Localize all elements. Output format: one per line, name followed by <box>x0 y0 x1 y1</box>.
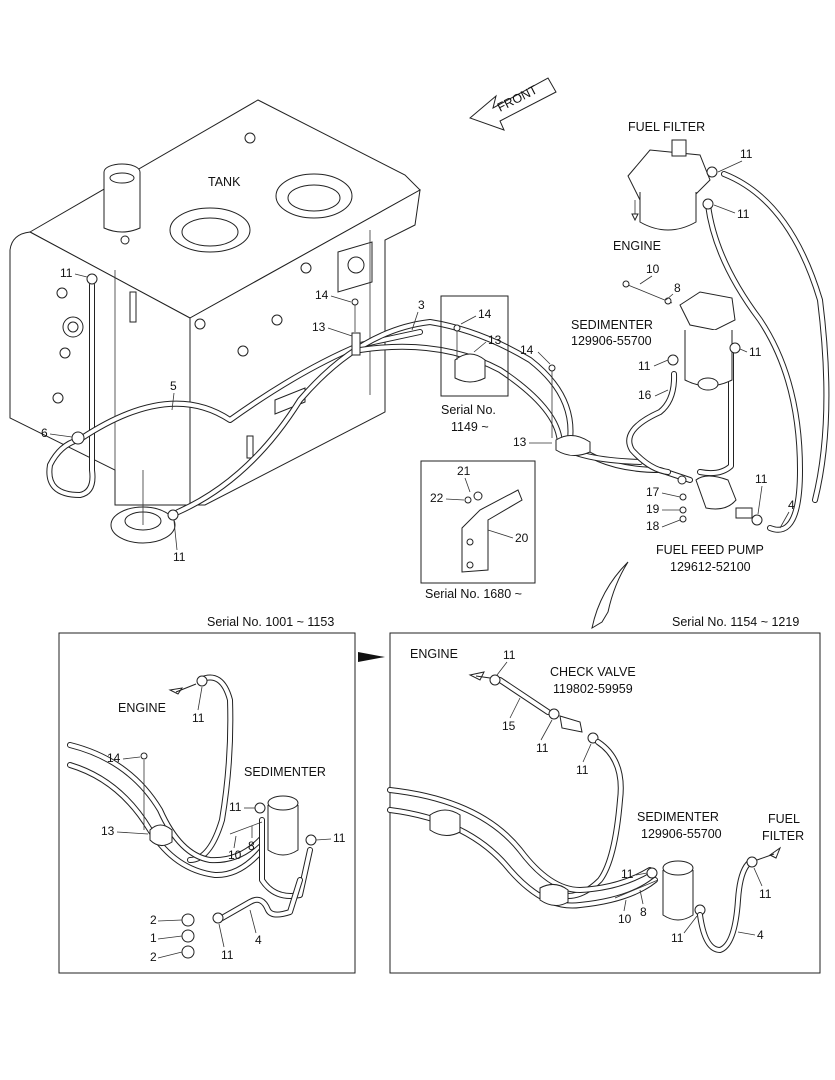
callout-11-n: 11 <box>576 763 589 777</box>
callout-10-c: 10 <box>618 912 632 926</box>
inset-left-drawing <box>67 674 317 959</box>
callout-4-b: 4 <box>255 933 262 947</box>
serial-1680-label: Serial No. 1680 ~ <box>425 587 522 601</box>
serial-1149-range: 1149 ~ <box>451 420 489 434</box>
callout-18: 18 <box>646 519 660 533</box>
bracket-20 <box>461 489 523 573</box>
serial-1149-inset-box <box>440 295 509 397</box>
sedimenter-label-left: SEDIMENTER <box>244 765 326 779</box>
callout-5: 5 <box>170 379 177 393</box>
fuel-label-right: FUEL <box>768 812 800 826</box>
callout-17: 17 <box>646 485 660 499</box>
hose-16 <box>626 371 678 475</box>
callout-13-d: 13 <box>101 824 115 838</box>
callout-14-c: 14 <box>520 343 534 357</box>
check-valve-label: CHECK VALVE <box>550 665 636 679</box>
callout-15: 15 <box>502 719 516 733</box>
callout-11-l: 11 <box>503 648 516 662</box>
callout-11-h: 11 <box>192 711 205 725</box>
callout-11-f: 11 <box>749 345 762 359</box>
fuel-feed-pump-part: 129612-52100 <box>670 560 751 574</box>
callout-8-c: 8 <box>640 905 647 919</box>
engine-label-top: ENGINE <box>613 239 661 253</box>
callout-13-c: 13 <box>513 435 527 449</box>
callout-14-a: 14 <box>315 288 329 302</box>
callout-11-m: 11 <box>536 741 549 755</box>
fuel-feed-pump <box>679 475 753 523</box>
callout-6: 6 <box>41 426 48 440</box>
callout-1: 1 <box>150 931 157 945</box>
callout-11-j: 11 <box>333 831 346 845</box>
sedimenter <box>622 280 736 391</box>
callout-11-p: 11 <box>671 931 684 945</box>
callout-11-o: 11 <box>621 867 634 881</box>
serial-1149-label: Serial No. <box>441 403 496 417</box>
callout-20: 20 <box>515 531 529 545</box>
callout-numbers: 3 5 6 11 11 14 13 14 13 14 13 21 22 20 1… <box>41 147 795 964</box>
sedimenter-part-right: 129906-55700 <box>641 827 722 841</box>
callout-2-a: 2 <box>150 913 157 927</box>
serial-right-label: Serial No. 1154 ~ 1219 <box>672 615 799 629</box>
callout-8-b: 8 <box>248 839 255 853</box>
callout-11-a: 11 <box>60 266 73 280</box>
callout-3: 3 <box>418 298 425 312</box>
callout-13-b: 13 <box>488 333 502 347</box>
callout-11-e: 11 <box>638 359 651 373</box>
callout-4-c: 4 <box>757 928 764 942</box>
fuel-filter <box>627 139 711 231</box>
engine-label-left: ENGINE <box>118 701 166 715</box>
callout-14-b: 14 <box>478 307 492 321</box>
fuel-feed-pump-label: FUEL FEED PUMP <box>656 543 764 557</box>
callout-21: 21 <box>457 464 471 478</box>
callout-11-q: 11 <box>759 887 772 901</box>
hose-clamps <box>71 166 763 526</box>
callout-19: 19 <box>646 502 660 516</box>
callout-14-d: 14 <box>107 751 121 765</box>
callout-11-k: 11 <box>221 948 234 962</box>
fuel-filter-label: FUEL FILTER <box>628 120 705 134</box>
serial-left-label: Serial No. 1001 ~ 1153 <box>207 615 334 629</box>
callout-2-b: 2 <box>150 950 157 964</box>
detail-arrow <box>591 561 629 630</box>
sedimenter-part-top: 129906-55700 <box>571 334 652 348</box>
callout-11-c: 11 <box>740 147 753 161</box>
hose-engine-line <box>697 171 830 533</box>
callout-11-g: 11 <box>755 472 768 486</box>
hose-5 <box>46 282 423 498</box>
callout-11-b: 11 <box>173 550 186 564</box>
callout-11-i: 11 <box>229 800 242 814</box>
callout-10-b: 10 <box>228 848 242 862</box>
sedimenter-label-right: SEDIMENTER <box>637 810 719 824</box>
inset-pointer-arrow <box>358 652 385 662</box>
serial-1680-inset-box <box>420 460 536 584</box>
inset-left-box <box>58 632 356 974</box>
check-valve-part: 119802-59959 <box>553 682 633 696</box>
engine-label-right: ENGINE <box>410 647 458 661</box>
inset-right-drawing <box>387 671 782 953</box>
sedimenter-label-top: SEDIMENTER <box>571 318 653 332</box>
callout-16: 16 <box>638 388 652 402</box>
inset-right-box <box>389 632 821 974</box>
tank-label: TANK <box>208 175 241 189</box>
callout-22: 22 <box>430 491 444 505</box>
filter-label-right: FILTER <box>762 829 804 843</box>
callout-8-a: 8 <box>674 281 681 295</box>
fuel-tank <box>9 99 421 544</box>
callout-4-a: 4 <box>788 498 795 512</box>
front-arrow: FRONT <box>469 77 557 131</box>
callout-11-d: 11 <box>737 207 750 221</box>
callout-13-a: 13 <box>312 320 326 334</box>
callout-10-a: 10 <box>646 262 660 276</box>
